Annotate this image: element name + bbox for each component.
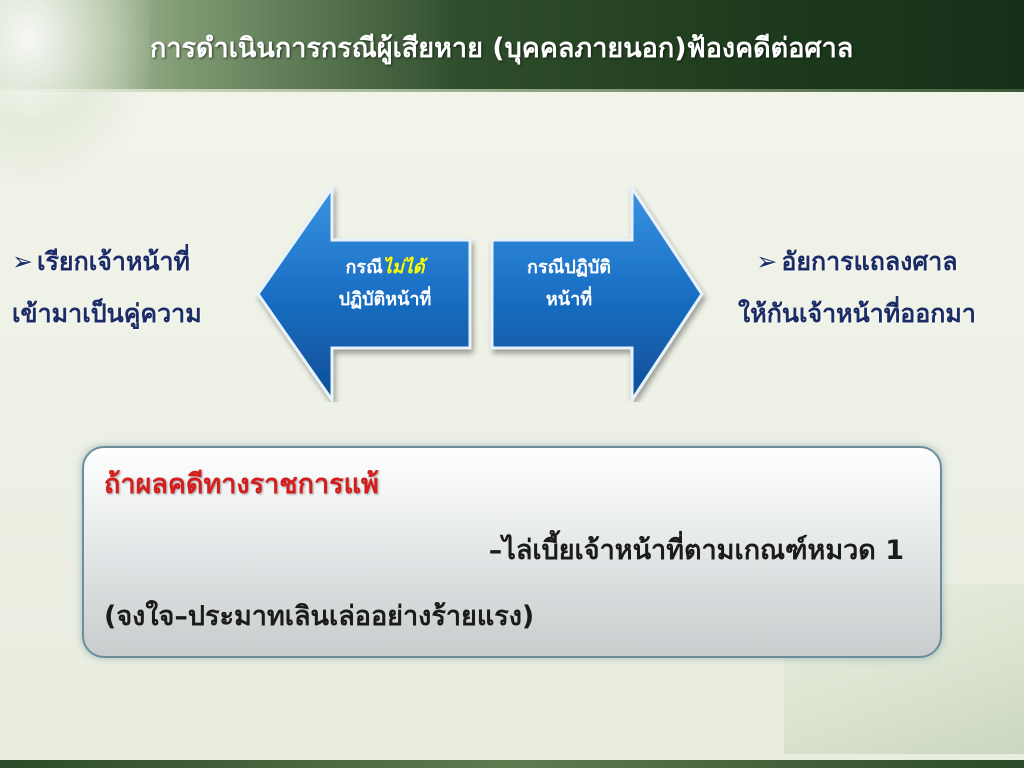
left-arrow-prefix: กรณี [345, 257, 383, 278]
footer-bar [0, 760, 1024, 768]
left-arrow-label: กรณีไม่ได้ ปฏิบัติหน้าที่ [300, 252, 470, 316]
left-note-line1: เรียกเจ้าหน้าที่ [36, 247, 191, 276]
right-arrow-line2: หน้าที่ [545, 289, 593, 310]
left-note-line2: เข้ามาเป็นคู่ความ [12, 299, 202, 328]
left-note: ➢เรียกเจ้าหน้าที่ เข้ามาเป็นคู่ความ [12, 236, 252, 340]
right-note-line2: ให้กันเจ้าหน้าที่ออกมา [738, 299, 976, 328]
header-band [0, 0, 1024, 92]
result-box-line2: (จงใจ–ประมาทเลินเล่ออย่างร้ายแรง) [104, 601, 535, 632]
right-arrow [490, 186, 704, 402]
double-arrow-diagram [256, 186, 704, 402]
right-arrow-line1: กรณีปฏิบัติ [527, 257, 611, 278]
right-arrow-label: กรณีปฏิบัติ หน้าที่ [494, 252, 644, 316]
left-arrow-highlight: ไม่ได้ [382, 257, 425, 278]
left-arrow [256, 186, 472, 402]
result-box-heading: ถ้าผลคดีทางราชการแพ้ [104, 469, 379, 500]
slide-title: การดำเนินการกรณีผู้เสียหาย (บุคคลภายนอก)… [150, 33, 854, 64]
right-note: ➢อัยการแถลงศาล ให้กันเจ้าหน้าที่ออกมา [702, 236, 1012, 340]
arrow-bullet-icon: ➢ [12, 247, 33, 276]
result-box-line1: –ไล่เบี้ยเจ้าหน้าที่ตามเกณฑ์หมวด 1 [488, 535, 904, 566]
result-box: ถ้าผลคดีทางราชการแพ้ –ไล่เบี้ยเจ้าหน้าที… [82, 446, 942, 658]
header-decoration [0, 0, 150, 190]
left-arrow-line2: ปฏิบัติหน้าที่ [338, 289, 432, 310]
arrow-bullet-icon: ➢ [756, 247, 778, 276]
right-note-line1: อัยการแถลงศาล [781, 247, 958, 276]
